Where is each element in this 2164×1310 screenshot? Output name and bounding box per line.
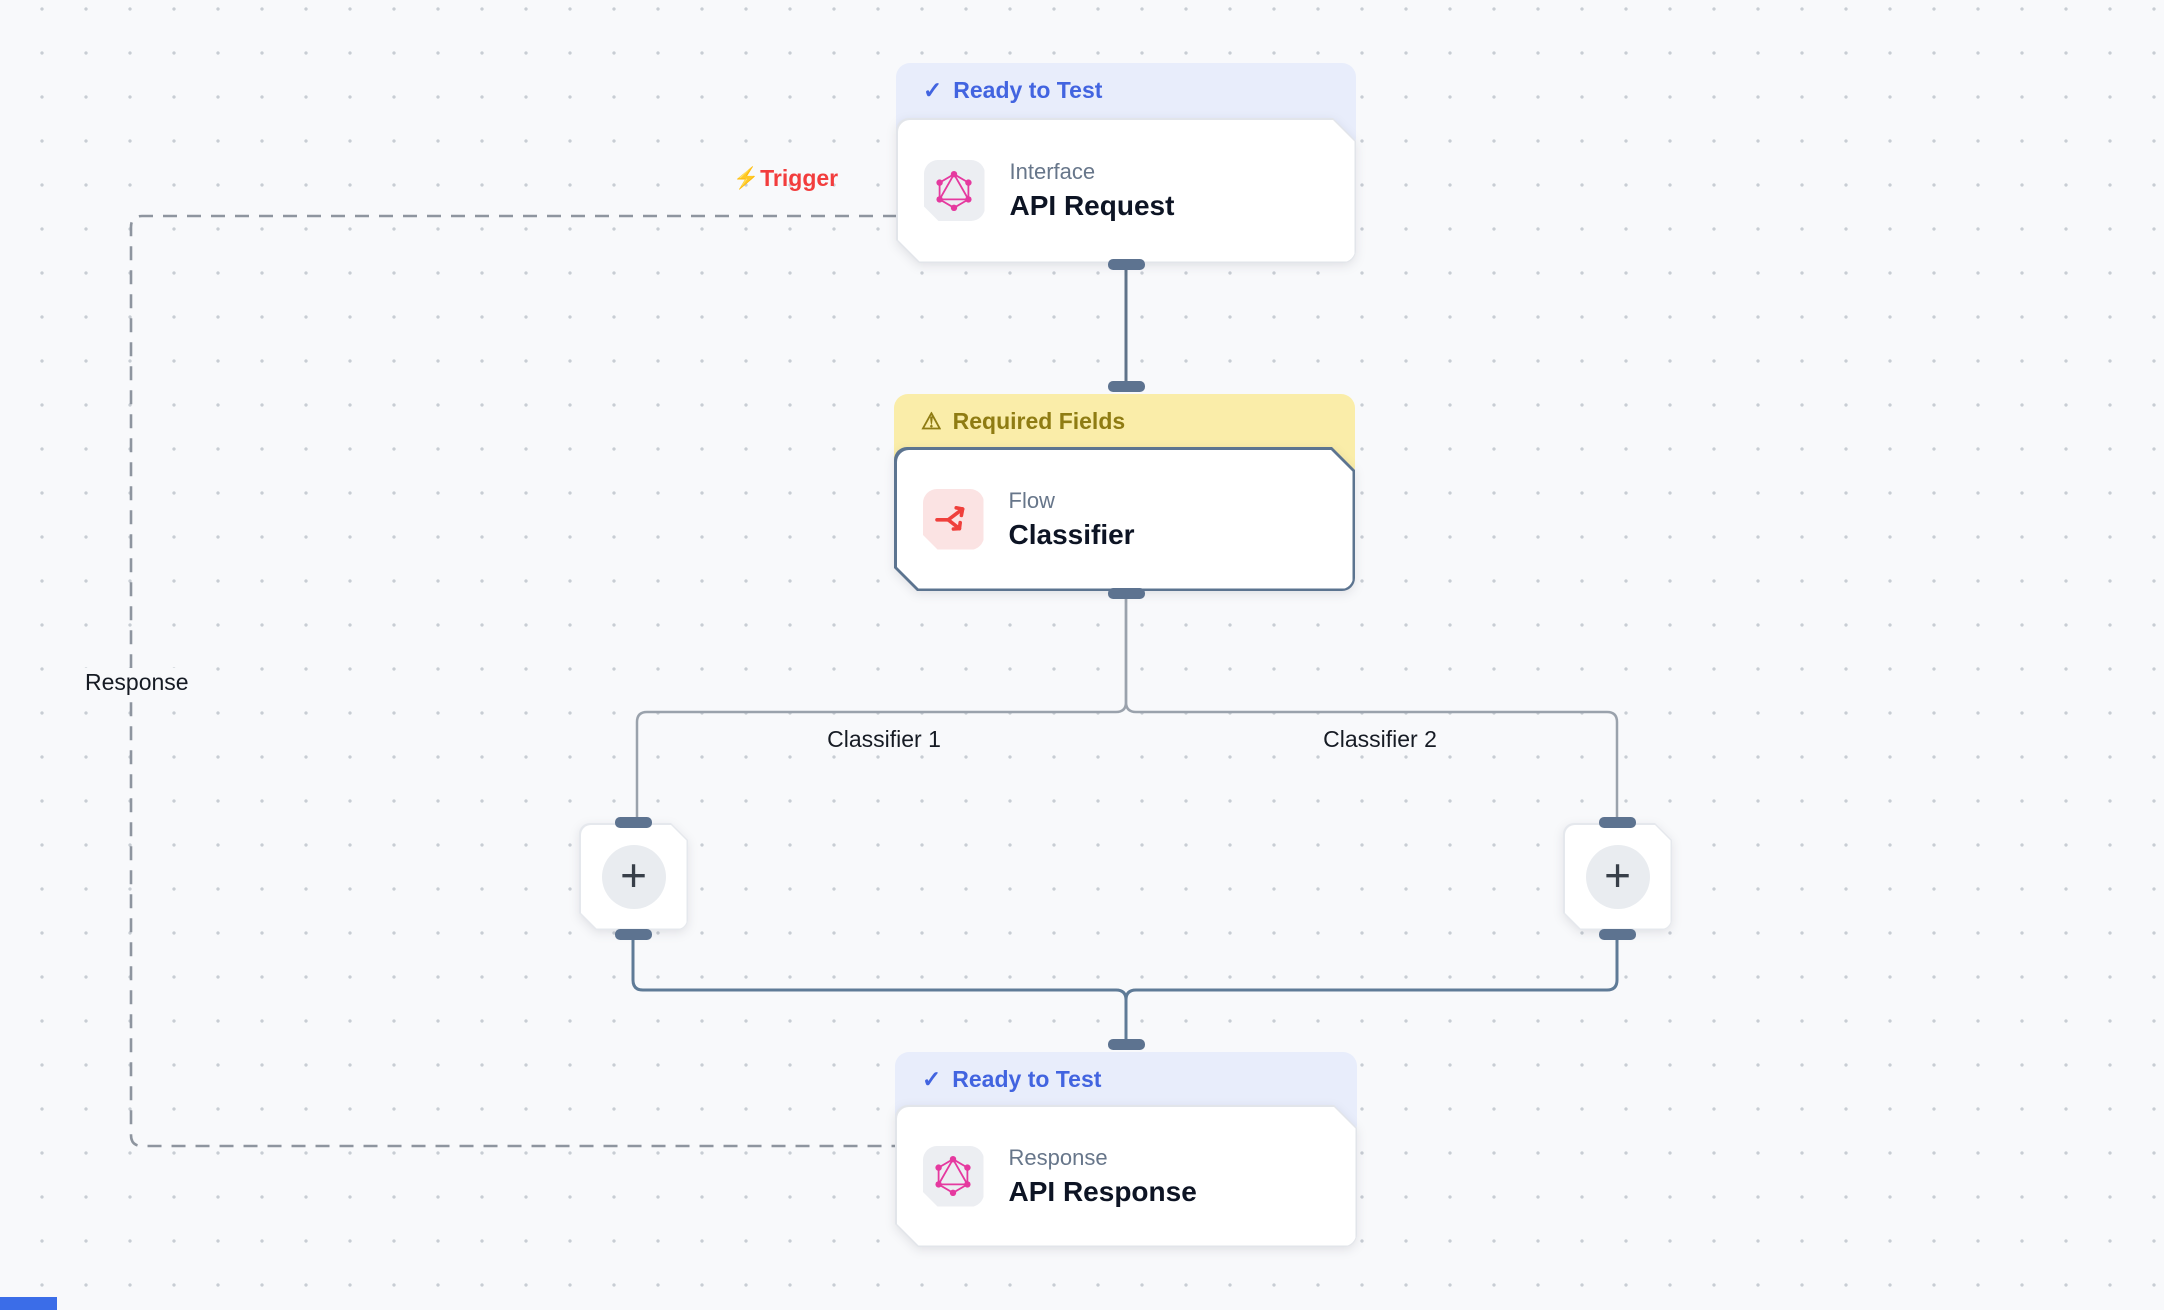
port-add-step-2-output[interactable]: [1599, 929, 1636, 940]
node-title: Classifier: [1008, 518, 1135, 550]
graphql-icon: [923, 1146, 984, 1207]
port-api-request-output[interactable]: [1108, 259, 1145, 270]
node-api-request[interactable]: ✓ Ready to Test: [896, 63, 1356, 263]
port-classifier-output[interactable]: [1108, 588, 1145, 599]
branch-2-to-response-edge[interactable]: [1124, 938, 1619, 1042]
plus-icon[interactable]: +: [602, 845, 666, 909]
response-edge[interactable]: [129, 214, 897, 1148]
canvas-bottom-left-accent: [0, 1297, 57, 1310]
node-api-response[interactable]: ✓ Ready to Test: [895, 1052, 1357, 1247]
add-step-node-branch-1[interactable]: +: [579, 823, 688, 930]
split-arrow-icon: [923, 489, 984, 550]
plus-icon[interactable]: +: [1586, 845, 1650, 909]
port-add-step-1-input[interactable]: [615, 817, 652, 828]
classifier-branch-2-edge[interactable]: [1124, 596, 1619, 820]
port-add-step-1-output[interactable]: [615, 929, 652, 940]
port-classifier-input[interactable]: [1108, 381, 1145, 392]
node-title: API Response: [1008, 1175, 1197, 1207]
port-add-step-2-input[interactable]: [1599, 817, 1636, 828]
response-edge-label: Response: [80, 668, 194, 697]
branch-2-label: Classifier 2: [1323, 726, 1437, 752]
node-category: Response: [1008, 1144, 1108, 1170]
status-text: Ready to Test: [953, 77, 1103, 103]
add-step-node-branch-2[interactable]: +: [1563, 823, 1672, 930]
node-title: API Request: [1009, 190, 1175, 221]
branch-1-to-response-edge[interactable]: [631, 938, 1128, 1042]
status-text: Required Fields: [952, 408, 1126, 434]
classifier-branch-1-edge[interactable]: [635, 596, 1128, 820]
port-api-response-input[interactable]: [1108, 1039, 1145, 1050]
node-category: Interface: [1009, 159, 1096, 184]
status-text: Ready to Test: [952, 1066, 1102, 1092]
node-category: Flow: [1008, 487, 1055, 513]
trigger-label-text: Trigger: [760, 165, 839, 191]
trigger-edge-label: ⚡ Trigger: [733, 165, 838, 192]
bolt-icon: ⚡: [733, 166, 760, 190]
check-icon: ✓: [923, 77, 943, 103]
node-classifier[interactable]: ⚠ Required Fields: [894, 394, 1355, 591]
check-icon: ✓: [922, 1066, 942, 1092]
warning-icon: ⚠: [921, 408, 942, 434]
branch-1-label: Classifier 1: [827, 726, 941, 752]
graphql-icon: [924, 160, 985, 221]
